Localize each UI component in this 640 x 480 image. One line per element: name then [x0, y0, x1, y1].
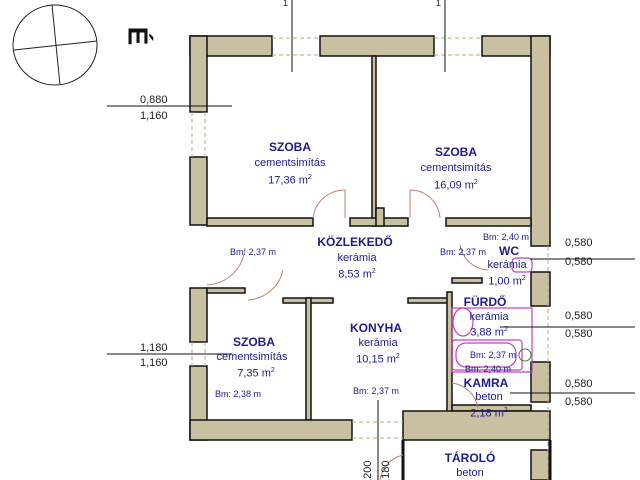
room-name: SZOBA — [233, 335, 275, 349]
bathroom-fixtures — [451, 257, 533, 373]
room-floor: cementsimítás — [420, 162, 492, 174]
room-height: Bm: 2,37 m — [440, 247, 487, 257]
room-area: 2,18 m2 — [470, 407, 508, 420]
dim-bottom-door-left: 1,200 — [362, 460, 374, 480]
room-height: Bm: 2,37 m — [353, 386, 400, 396]
room-name: WC — [499, 244, 519, 258]
dim-right-kamra-upper: 0,580 — [565, 378, 593, 390]
room-height: Bm: 2,38 m — [215, 389, 262, 399]
room-name: SZOBA — [269, 140, 311, 154]
north-symbol: É — [122, 26, 154, 46]
top-mark-1: 1 — [283, 0, 289, 8]
room-floor: kerámia — [487, 259, 527, 271]
room-height: Bm: 2,37 m — [230, 247, 277, 257]
dim-left-bottom-lower: 1,160 — [140, 357, 168, 369]
room-area: 1,00 m2 — [488, 275, 526, 288]
room-name: FÜRDŐ — [463, 295, 507, 309]
room-name: KONYHA — [349, 321, 403, 335]
dim-right-furdo-upper: 0,580 — [565, 310, 593, 322]
room-floor: cementsimítás — [216, 351, 288, 363]
dim-left-bottom-upper: 1,180 — [140, 342, 168, 354]
walls — [189, 35, 551, 480]
compass-icon — [12, 4, 98, 86]
room-area: 8,53 m2 — [338, 268, 376, 281]
room-name: TÁROLÓ — [444, 451, 496, 465]
room-height: Bm: 2,37 m — [470, 350, 517, 360]
dim-left-top-lower: 1,160 — [140, 110, 168, 122]
room-floor: kerámia — [358, 337, 398, 349]
dim-right-kamra-lower: 0,580 — [565, 396, 593, 408]
room-floor: kerámia — [337, 252, 377, 264]
room-name: KAMRA — [463, 376, 509, 390]
room-area: 10,15 m2 — [356, 353, 400, 366]
top-mark-2: 1 — [436, 0, 442, 8]
room-name: KÖZLEKEDŐ — [317, 235, 393, 249]
room-floor: cementsimítás — [254, 157, 326, 169]
dim-right-wc-upper: 0,580 — [565, 237, 593, 249]
dim-right-wc-lower: 0,580 — [565, 256, 593, 268]
room-height: Bm: 2,40 m — [483, 232, 530, 242]
dim-left-top-upper: 0,880 — [140, 94, 168, 106]
room-area: 3,88 m2 — [470, 326, 508, 339]
room-area: 7,35 m2 — [237, 367, 275, 380]
dim-bottom-door-right: 1,180 — [380, 460, 392, 480]
room-floor: beton — [475, 391, 503, 403]
room-floor: kerámia — [469, 311, 509, 323]
room-floor: beton — [456, 467, 484, 479]
room-height: Bm: 2,40 m — [465, 364, 512, 374]
room-area: 16,09 m2 — [434, 179, 478, 192]
dim-right-furdo-lower: 0,580 — [565, 328, 593, 340]
room-name: SZOBA — [435, 145, 477, 159]
room-area: 17,36 m2 — [268, 174, 312, 187]
